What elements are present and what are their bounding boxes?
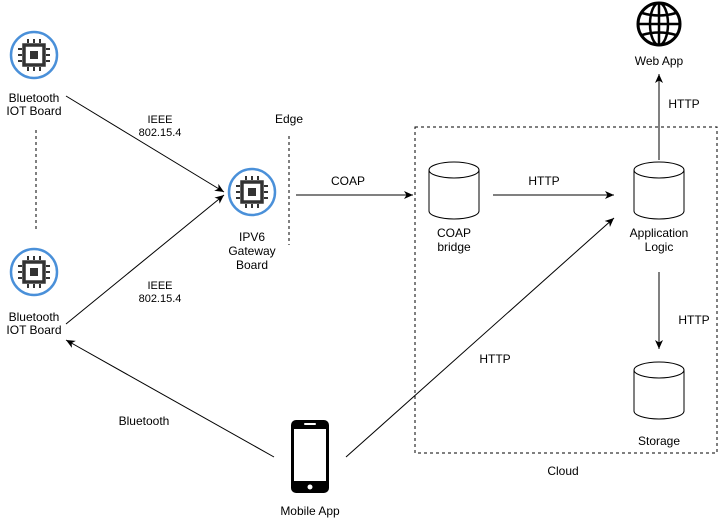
node-label-line1: Bluetooth xyxy=(9,91,60,105)
edge-label-line2: 802.15.4 xyxy=(139,127,182,139)
database-icon xyxy=(633,161,685,220)
coap-bridge[interactable]: COAP bridge xyxy=(428,161,480,254)
bluetooth-iot-board-bottom[interactable]: Bluetooth IOT Board xyxy=(6,247,62,337)
edge-label-line1: IEEE xyxy=(147,280,172,292)
cloud-region xyxy=(414,126,718,454)
node-label-line2: IOT Board xyxy=(6,104,61,118)
edge-label-line2: 802.15.4 xyxy=(139,293,182,305)
mobile-app[interactable]: Mobile App xyxy=(280,420,340,518)
node-label-line1: Application xyxy=(630,226,689,240)
smartphone-icon xyxy=(291,420,329,493)
edge-label: HTTP xyxy=(668,97,699,111)
node-label-line2: IOT Board xyxy=(6,323,61,337)
node-label-line2: Logic xyxy=(645,240,674,254)
database-icon xyxy=(633,361,685,420)
node-label: Web App xyxy=(635,54,684,68)
application-logic[interactable]: Application Logic xyxy=(630,161,689,254)
node-label-line3: Board xyxy=(236,258,268,272)
globe-icon xyxy=(636,1,682,47)
edge-board-bottom-to-gateway xyxy=(65,194,225,325)
edge-board-top-to-gateway xyxy=(65,95,225,193)
edge-label: Bluetooth xyxy=(119,414,170,428)
node-label-line2: bridge xyxy=(437,240,471,254)
edge-label: HTTP xyxy=(479,352,510,366)
edge-label: HTTP xyxy=(678,313,709,327)
node-label-line1: IPV6 xyxy=(239,230,265,244)
database-icon xyxy=(428,161,480,220)
bluetooth-iot-board-top[interactable]: Bluetooth IOT Board xyxy=(6,30,62,118)
node-label: Storage xyxy=(638,434,680,448)
storage[interactable]: Storage xyxy=(633,361,685,448)
chip-icon xyxy=(9,30,59,80)
edge-label: HTTP xyxy=(528,174,559,188)
node-label-line1: COAP xyxy=(437,226,471,240)
node-label: Mobile App xyxy=(280,504,340,518)
cloud-label: Cloud xyxy=(547,464,578,478)
web-app[interactable]: Web App xyxy=(635,1,684,68)
ipv6-gateway-board[interactable]: IPV6 Gateway Board xyxy=(227,167,277,272)
edge-label: Edge xyxy=(275,112,303,126)
edge-mobile-to-board xyxy=(65,339,275,458)
node-label-line1: Bluetooth xyxy=(9,310,60,324)
edge-mobile-to-logic xyxy=(345,217,615,458)
edge-label: COAP xyxy=(331,174,365,188)
chip-icon xyxy=(9,247,59,297)
chip-icon xyxy=(227,167,277,217)
edge-label-line1: IEEE xyxy=(147,114,172,126)
node-label-line2: Gateway xyxy=(228,244,275,258)
